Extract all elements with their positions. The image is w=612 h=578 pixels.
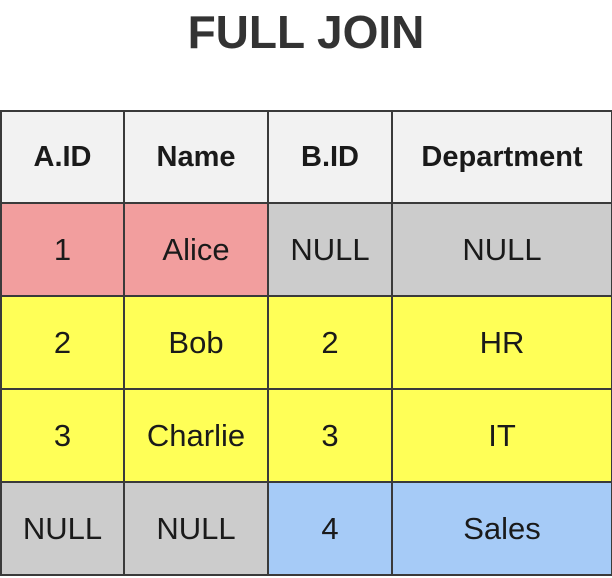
table-header-row: A.ID Name B.ID Department <box>0 110 612 204</box>
column-header-b-id: B.ID <box>267 110 393 204</box>
cell-name: NULL <box>123 481 269 576</box>
cell-b-id: NULL <box>267 202 393 297</box>
cell-department: IT <box>391 388 612 483</box>
cell-b-id: 3 <box>267 388 393 483</box>
table-row: 1 Alice NULL NULL <box>0 202 612 297</box>
cell-name: Alice <box>123 202 269 297</box>
cell-department: HR <box>391 295 612 390</box>
cell-b-id: 4 <box>267 481 393 576</box>
table-row: NULL NULL 4 Sales <box>0 481 612 576</box>
cell-a-id: 3 <box>0 388 125 483</box>
cell-b-id: 2 <box>267 295 393 390</box>
column-header-department: Department <box>391 110 612 204</box>
cell-name: Bob <box>123 295 269 390</box>
table-row: 2 Bob 2 HR <box>0 295 612 390</box>
cell-name: Charlie <box>123 388 269 483</box>
cell-department: Sales <box>391 481 612 576</box>
column-header-a-id: A.ID <box>0 110 125 204</box>
cell-department: NULL <box>391 202 612 297</box>
cell-a-id: NULL <box>0 481 125 576</box>
diagram-title: FULL JOIN <box>187 6 425 58</box>
full-join-table: A.ID Name B.ID Department 1 Alice NULL N… <box>0 110 612 576</box>
column-header-name: Name <box>123 110 269 204</box>
cell-a-id: 2 <box>0 295 125 390</box>
cell-a-id: 1 <box>0 202 125 297</box>
table-row: 3 Charlie 3 IT <box>0 388 612 483</box>
